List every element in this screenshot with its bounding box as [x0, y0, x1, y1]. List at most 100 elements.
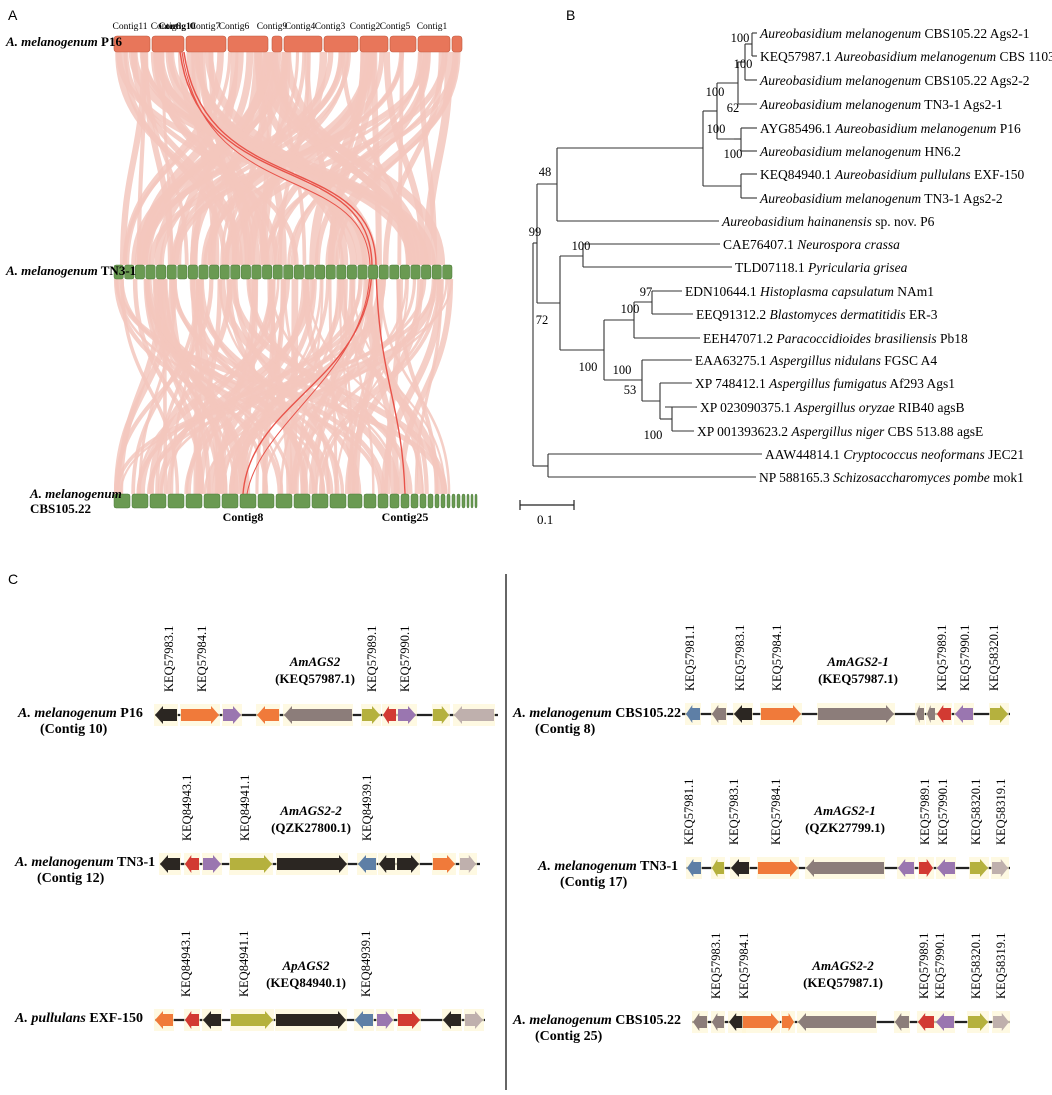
gene-arrow	[782, 1013, 794, 1031]
bootstrap-value: 100	[613, 363, 632, 377]
gene-id-label: KEQ57981.1	[683, 625, 697, 691]
gene-arrow	[686, 705, 700, 723]
tree-leaf-label: EEQ91312.2 Blastomyces dermatitidis ER-3	[696, 307, 938, 322]
synteny-link	[167, 51, 429, 266]
gene-arrow	[712, 859, 724, 877]
gene-arrow	[284, 706, 352, 724]
synteny-link	[148, 51, 429, 266]
bootstrap-value: 100	[644, 428, 663, 442]
bootstrap-value: 100	[724, 147, 743, 161]
contig25-label: Contig25	[382, 510, 429, 524]
synteny-link	[164, 278, 239, 495]
gene-arrow	[203, 1011, 221, 1029]
contig-block	[451, 35, 463, 53]
contig-block	[311, 493, 329, 509]
gene-arrow	[743, 1013, 779, 1031]
synteny-link	[352, 278, 446, 495]
contig-block	[377, 493, 389, 509]
contig-block	[272, 264, 283, 280]
gene-cluster-6: A. melanogenum CBS105.22(Contig 25)AmAGS…	[512, 933, 1010, 1044]
contig-block	[442, 264, 453, 280]
gene-arrow	[276, 1011, 346, 1029]
gene-arrow	[155, 1011, 173, 1029]
contig-block	[283, 35, 323, 53]
gene-arrow	[731, 859, 749, 877]
contig-block	[419, 493, 427, 509]
gene-id-label: KEQ57990.1	[398, 626, 412, 692]
cluster-organism-label: A. melanogenum CBS105.22	[512, 706, 681, 721]
contig-block	[389, 493, 400, 509]
gene-arrow	[712, 1013, 724, 1031]
contig-block	[399, 264, 410, 280]
gene-arrow	[355, 1011, 373, 1029]
gene-arrow	[895, 1013, 909, 1031]
gene-arrow	[155, 706, 177, 724]
contig-block	[421, 264, 432, 280]
bootstrap-value: 62	[727, 101, 740, 115]
synteny-link	[397, 51, 404, 266]
gene-arrow	[761, 705, 801, 723]
contig-block	[427, 493, 434, 509]
contig-block	[293, 493, 311, 509]
synteny-link	[139, 278, 290, 495]
contig-label: Contig5	[380, 22, 411, 32]
contig-block	[378, 264, 389, 280]
bootstrap-value: 72	[536, 313, 549, 327]
gene-arrow	[362, 706, 380, 724]
cluster-organism-label: A. melanogenum TN3-1	[14, 855, 155, 870]
tree-leaf-label: AYG85496.1 Aureobasidium melanogenum P16	[760, 121, 1021, 136]
gene-id-label: KEQ57989.1	[365, 626, 379, 692]
contig-block	[446, 493, 451, 509]
gene-arrow	[818, 705, 894, 723]
gene-arrow	[383, 706, 396, 724]
synteny-link	[189, 51, 289, 266]
tree-leaf-label: KEQ84940.1 Aureobasidium pullulans EXF-1…	[760, 167, 1025, 182]
contig-block	[271, 35, 283, 53]
cluster-gene-name: ApAGS2	[282, 958, 330, 973]
gene-cluster-1: A. melanogenum P16(Contig 10)AmAGS2(KEQ5…	[17, 626, 498, 737]
cluster-contig-label: (Contig 12)	[37, 871, 105, 886]
synteny-link	[138, 278, 177, 495]
synteny-link	[146, 278, 427, 495]
synteny-link	[382, 51, 445, 266]
synteny-link	[352, 278, 385, 495]
contig-block	[131, 493, 149, 509]
gene-id-label: KEQ84943.1	[179, 931, 193, 997]
contig-block	[198, 264, 209, 280]
contig-block	[466, 493, 470, 509]
gene-id-label: KEQ57989.1	[935, 625, 949, 691]
bootstrap-value: 48	[539, 165, 552, 179]
synteny-link	[143, 51, 189, 266]
cluster-contig-label: (Contig 25)	[535, 1029, 603, 1044]
gene-arrow	[798, 1013, 876, 1031]
contig-block	[177, 264, 188, 280]
contig-block	[124, 264, 135, 280]
highlight-link-contig25	[183, 51, 406, 495]
cluster-organism-label: A. melanogenum P16	[17, 706, 143, 721]
highlight-link	[181, 51, 371, 495]
contig-label: Contig2	[350, 22, 381, 32]
gene-arrow	[460, 855, 476, 873]
synteny-links	[113, 51, 461, 495]
cluster-organism-label: A. pullulans EXF-150	[14, 1011, 143, 1026]
tree-leaf-label: Aureobasidium melanogenum TN3-1 Ags2-2	[759, 191, 1003, 206]
contig-block	[187, 264, 198, 280]
cluster-organism-label: A. melanogenum TN3-1	[537, 859, 678, 874]
gene-id-label: KEQ57990.1	[958, 625, 972, 691]
gene-cluster-3: A. pullulans EXF-150ApAGS2(KEQ84940.1)KE…	[14, 931, 485, 1031]
gene-id-label: KEQ57989.1	[918, 779, 932, 845]
contig-block	[474, 493, 478, 509]
gene-arrow	[433, 706, 449, 724]
gene-id-label: KEQ57983.1	[709, 933, 723, 999]
gene-id-label: KEQ57990.1	[933, 933, 947, 999]
synteny-link	[170, 278, 199, 495]
cluster-gene-id: (QZK27799.1)	[805, 820, 885, 835]
contig-block	[410, 264, 421, 280]
gene-arrow	[992, 859, 1008, 877]
gene-cluster-5: A. melanogenum TN3-1(Contig 17)AmAGS2-1(…	[537, 779, 1010, 890]
synteny-link	[199, 51, 255, 266]
gene-id-label: KEQ57990.1	[936, 779, 950, 845]
gene-arrow	[465, 1011, 483, 1029]
